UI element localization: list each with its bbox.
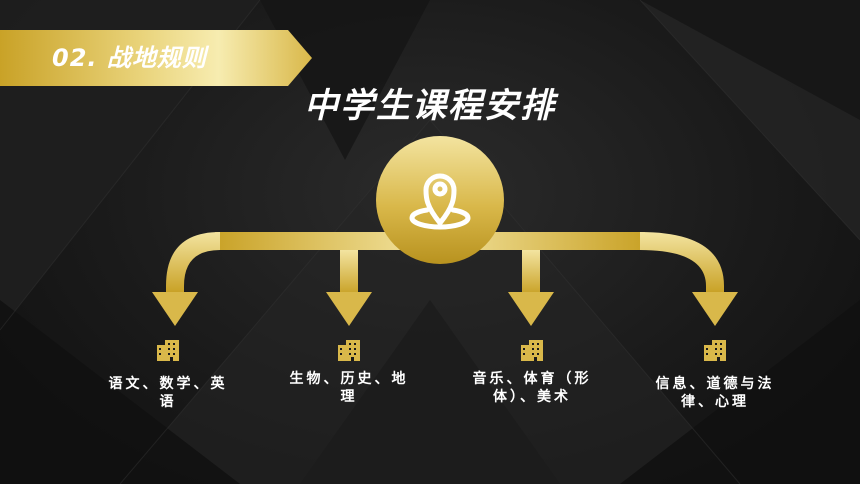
section-banner-label: 02. 战地规则 <box>52 44 207 72</box>
building-icon <box>157 340 179 361</box>
arrow-4 <box>640 232 724 292</box>
course-label-3: 音乐、体育（形体）、美术 <box>472 371 592 405</box>
course-label-4: 信息、道德与法律、心理 <box>655 376 775 410</box>
center-circle <box>376 136 504 264</box>
course-label-1: 语文、数学、英语 <box>108 376 228 410</box>
building-icon <box>521 340 543 361</box>
section-banner <box>0 30 312 86</box>
course-label-2: 生物、历史、地理 <box>289 371 409 405</box>
building-icon <box>704 340 726 361</box>
location-pin-icon <box>409 173 471 230</box>
arrow-3 <box>522 250 540 294</box>
arrowhead-2 <box>326 292 372 326</box>
building-icon <box>338 340 360 361</box>
arrowhead-1 <box>152 292 198 326</box>
arrowhead-4 <box>692 292 738 326</box>
arrow-1 <box>166 232 220 292</box>
arrow-2 <box>340 250 358 294</box>
arrowhead-3 <box>508 292 554 326</box>
page-title: 中学生课程安排 <box>304 86 556 126</box>
